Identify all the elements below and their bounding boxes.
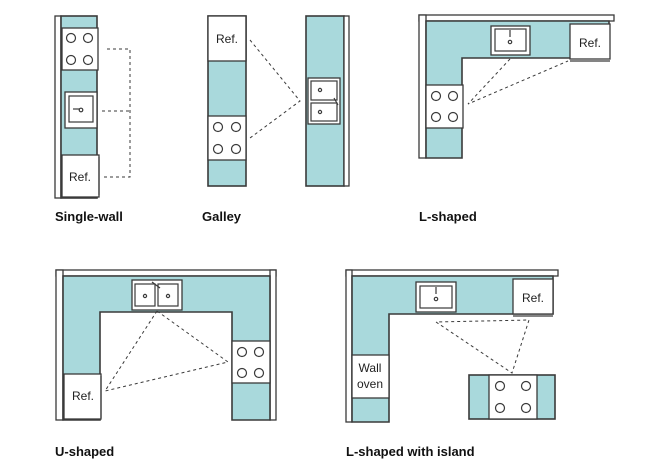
refrigerator: Ref. xyxy=(569,23,611,62)
refrigerator: Ref. xyxy=(512,278,554,317)
layout-l-shaped: Ref. L-shaped xyxy=(418,14,615,224)
wall xyxy=(54,15,62,199)
ref-label: Ref. xyxy=(579,36,601,50)
refrigerator: Ref. xyxy=(207,15,247,62)
work-triangle-line xyxy=(435,319,530,374)
layout-single-wall: Ref. Single-wall xyxy=(54,15,131,224)
double-sink xyxy=(131,279,183,311)
wall-left xyxy=(418,14,427,159)
work-triangle-line xyxy=(103,310,230,392)
work-triangle-line xyxy=(249,39,301,139)
caption-u-shaped: U-shaped xyxy=(55,444,114,459)
work-triangle-line xyxy=(102,48,131,178)
ref-label: Ref. xyxy=(69,170,91,184)
sink xyxy=(490,25,531,56)
ref-label: Ref. xyxy=(522,291,544,305)
wall-left xyxy=(55,269,64,421)
layout-u-shaped: Ref. U-shaped xyxy=(55,269,277,459)
refrigerator: Ref. xyxy=(61,154,100,198)
sink xyxy=(64,91,98,129)
ref-label: Ref. xyxy=(216,32,238,46)
layout-l-shaped-with-island: Ref. Wall oven L-shaped with island xyxy=(345,269,559,459)
sink xyxy=(415,281,457,313)
wall-left xyxy=(345,269,353,423)
counter xyxy=(62,275,271,421)
ref-label: Ref. xyxy=(72,389,94,403)
wall xyxy=(343,15,350,187)
counter xyxy=(425,20,610,159)
double-sink xyxy=(307,77,341,125)
cooktop xyxy=(425,84,464,129)
wall-oven-label-line2: oven xyxy=(357,377,383,391)
work-triangle-line xyxy=(467,58,569,105)
wall-top xyxy=(345,269,559,277)
caption-l-shaped: L-shaped xyxy=(419,209,477,224)
caption-single-wall: Single-wall xyxy=(55,209,123,224)
island-cooktop xyxy=(468,374,556,420)
wall-right xyxy=(269,269,277,421)
refrigerator: Ref. xyxy=(63,373,102,420)
wall-oven: Wall oven xyxy=(351,354,390,399)
cooktop xyxy=(207,115,247,161)
cooktop xyxy=(61,27,99,71)
wall-oven-label-line1: Wall xyxy=(359,361,382,375)
caption-galley: Galley xyxy=(202,209,242,224)
caption-l-shaped-with-island: L-shaped with island xyxy=(346,444,475,459)
layout-galley: Ref. Galley xyxy=(202,15,350,224)
counter xyxy=(351,275,554,423)
wall-top xyxy=(55,269,277,277)
wall-top xyxy=(418,14,615,22)
cooktop xyxy=(231,340,271,384)
